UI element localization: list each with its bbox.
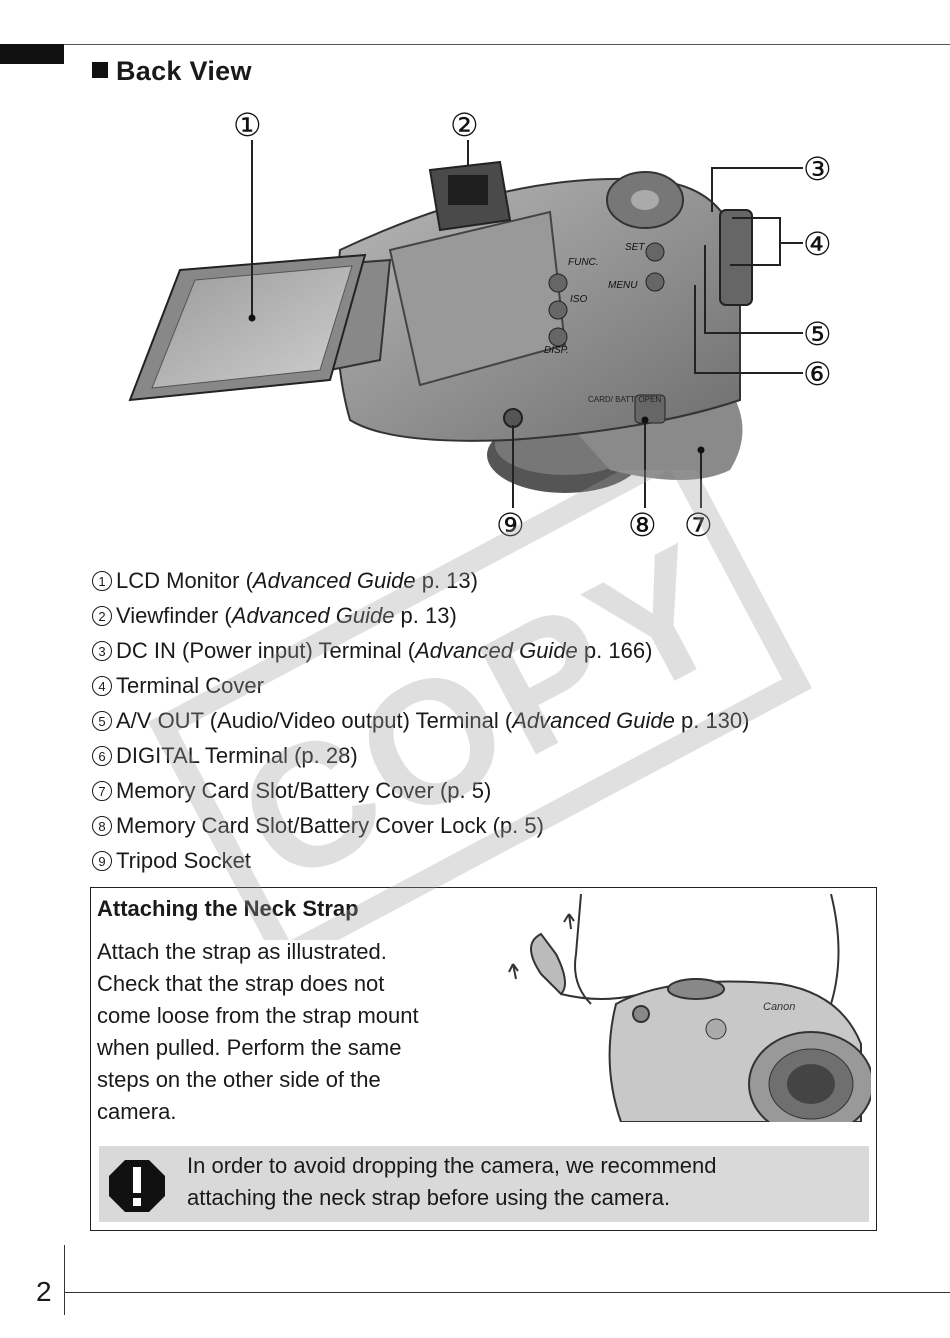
footer-rule <box>64 1292 950 1293</box>
legend-italic: Advanced Guide <box>415 638 578 663</box>
legend-text: Terminal Cover <box>116 673 264 698</box>
neck-strap-title: Attaching the Neck Strap <box>97 896 359 921</box>
card-label: CARD/ BATT. OPEN <box>588 395 661 404</box>
caution-exclamation-icon <box>109 1160 165 1212</box>
callout-1: ① <box>233 106 262 144</box>
legend-number: 3 <box>92 641 112 661</box>
set-label: SET <box>625 242 645 253</box>
legend-number: 6 <box>92 746 112 766</box>
top-rule <box>0 44 950 45</box>
legend-text: DIGITAL Terminal (p. 28) <box>116 743 358 768</box>
legend-number: 1 <box>92 571 112 591</box>
callout-9: ⑨ <box>496 506 525 544</box>
section-title: Back View <box>116 56 252 86</box>
caution-text: In order to avoid dropping the camera, w… <box>187 1150 857 1214</box>
page-number: 2 <box>36 1276 52 1307</box>
menu-label: MENU <box>608 280 638 291</box>
caution-note: In order to avoid dropping the camera, w… <box>99 1146 869 1222</box>
callout-5: ⑤ <box>803 315 832 353</box>
neck-strap-box: Attaching the Neck Strap Attach the stra… <box>90 887 877 1231</box>
legend-number: 7 <box>92 781 112 801</box>
legend-text: DC IN (Power input) Terminal ( <box>116 638 416 663</box>
card-lock <box>634 394 666 424</box>
legend-after: p. 166) <box>577 638 653 663</box>
legend-after: p. 130) <box>674 708 750 733</box>
caution-line: attaching the neck strap before using th… <box>187 1185 671 1210</box>
instruction-line: when pulled. Perform the same <box>97 1035 402 1060</box>
legend-after: p. 13) <box>415 568 478 593</box>
instruction-line: Attach the strap as illustrated. <box>97 939 387 964</box>
legend-text: Memory Card Slot/Battery Cover Lock (p. … <box>116 813 544 838</box>
camera-brand-label: Canon <box>763 1001 795 1013</box>
section-tab-marker <box>0 44 64 64</box>
legend-number: 4 <box>92 676 112 696</box>
legend-number: 9 <box>92 851 112 871</box>
legend-number: 5 <box>92 711 112 731</box>
strap-camera-dial <box>667 978 725 1000</box>
terminal-cover <box>719 209 753 306</box>
strap-attach-illustration: Canon <box>508 894 871 1122</box>
instruction-line: steps on the other side of the <box>97 1067 381 1092</box>
func-label: FUNC. <box>568 257 599 268</box>
legend-text: Tripod Socket <box>116 848 251 873</box>
disp-label: DISP. <box>544 345 569 356</box>
legend-italic: Advanced Guide <box>231 603 395 628</box>
footer-vertical-rule <box>64 1245 65 1315</box>
camera-back-view-figure: FUNC. ISO DISP. SET MENU CARD/ BATT. OPE… <box>128 106 832 544</box>
instruction-line: come loose from the strap mount <box>97 1003 419 1028</box>
callout-7: ⑦ <box>684 506 713 544</box>
caution-line: In order to avoid dropping the camera, w… <box>187 1153 717 1178</box>
callout-8: ⑧ <box>628 506 657 544</box>
legend-text: LCD Monitor ( <box>116 568 253 593</box>
legend-italic: Advanced Guide <box>512 708 675 733</box>
legend-italic: Advanced Guide <box>252 568 416 593</box>
callout-3: ③ <box>803 150 832 188</box>
callout-4: ④ <box>803 225 832 263</box>
legend-text: A/V OUT (Audio/Video output) Terminal ( <box>116 708 513 733</box>
legend-after: p. 13) <box>394 603 457 628</box>
legend-text: Viewfinder ( <box>116 603 232 628</box>
iso-label: ISO <box>570 294 587 305</box>
instruction-line: camera. <box>97 1099 177 1124</box>
section-heading: Back View <box>92 56 252 87</box>
square-bullet-icon <box>92 62 108 78</box>
legend-number: 8 <box>92 816 112 836</box>
callout-2: ② <box>450 106 479 144</box>
callout-6: ⑥ <box>803 355 832 393</box>
legend-text: Memory Card Slot/Battery Cover (p. 5) <box>116 778 492 803</box>
tripod-socket <box>503 408 523 428</box>
instruction-line: Check that the strap does not <box>97 971 385 996</box>
neck-strap-instructions: Attach the strap as illustrated. Check t… <box>97 936 487 1128</box>
legend-number: 2 <box>92 606 112 626</box>
